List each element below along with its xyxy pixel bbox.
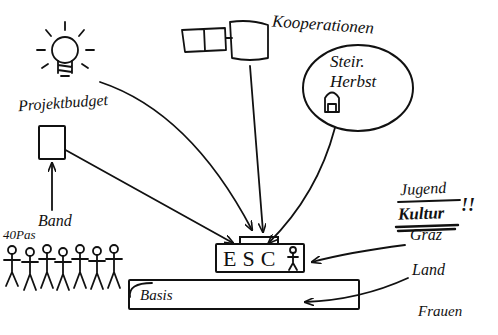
- count-label: 40Pas: [3, 228, 36, 242]
- handshake-symbol: [182, 21, 268, 60]
- cooperation-arrow: [250, 66, 263, 232]
- esc-box: ESC: [215, 243, 305, 273]
- topic-label: Kultur: [398, 204, 445, 224]
- node-text: ESC: [223, 246, 281, 271]
- flow-arrow: [66, 150, 233, 243]
- oval-outline: [303, 45, 413, 131]
- herbst-icon: [325, 93, 339, 113]
- node-text: Steir. Herbst: [330, 52, 400, 91]
- basis-band: Basis: [128, 279, 360, 310]
- underline: [398, 200, 460, 202]
- oval-node: Steir. Herbst: [302, 44, 414, 132]
- place-label: Graz: [410, 226, 442, 244]
- lightbulb-symbol: [37, 22, 94, 76]
- land-arrow: [305, 278, 408, 302]
- place-label: Land: [412, 261, 445, 279]
- budget-box: Projektbudget: [38, 125, 66, 160]
- note-label: Band: [38, 212, 72, 230]
- platform-top: [239, 236, 279, 245]
- graz-arrow: [312, 245, 405, 262]
- topic-label: Jugend: [400, 179, 447, 199]
- idea-arrow: [100, 82, 252, 230]
- flow-arrow: [269, 128, 335, 243]
- stick-figures: [4, 245, 122, 290]
- person-figure: [288, 247, 298, 270]
- node-text: Projektbudget: [17, 91, 108, 116]
- band-arrow: [51, 163, 53, 210]
- node-text: Basis: [140, 287, 173, 304]
- emphasis-mark: !!: [461, 196, 475, 216]
- group-label: Frauen: [418, 303, 462, 320]
- cooperation-label: Kooperationen: [271, 12, 374, 38]
